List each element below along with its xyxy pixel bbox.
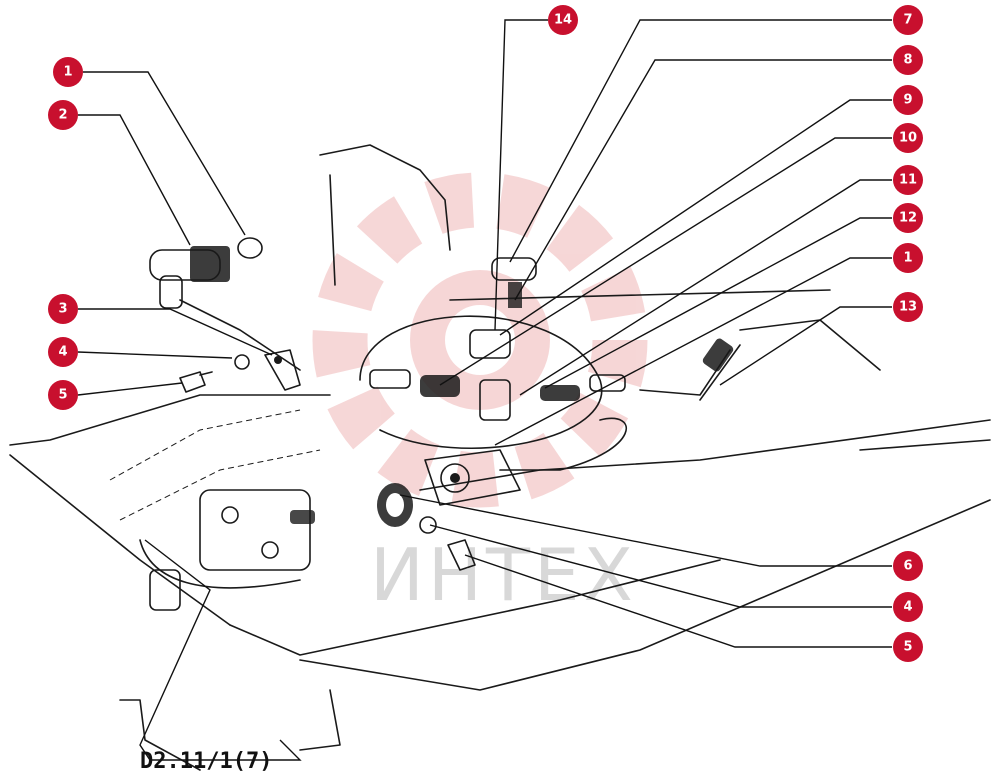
callout-8: 8 xyxy=(893,45,923,75)
component-hose-13 xyxy=(702,338,734,372)
callout-2: 2 xyxy=(48,100,78,130)
component-pump-housing xyxy=(424,449,521,506)
callout-label: 14 xyxy=(554,13,572,28)
callout-6: 6 xyxy=(893,551,923,581)
callout-3: 3 xyxy=(48,294,78,324)
callout-11: 11 xyxy=(893,165,923,195)
callout-5-right: 5 xyxy=(893,632,923,662)
callout-12: 12 xyxy=(893,203,923,233)
callout-4-left: 4 xyxy=(48,337,78,367)
callout-label: 1 xyxy=(63,65,72,80)
callout-5-left: 5 xyxy=(48,380,78,410)
callout-label: 5 xyxy=(58,388,67,403)
callout-label: 4 xyxy=(903,600,912,615)
callout-label: 12 xyxy=(899,211,917,226)
callout-label: 11 xyxy=(899,173,917,188)
callout-1-top-left: 1 xyxy=(53,57,83,87)
component-bolt-left xyxy=(179,371,213,393)
machine-sketch xyxy=(9,144,991,771)
callout-label: 7 xyxy=(903,13,912,28)
callout-14: 14 xyxy=(548,5,578,35)
callout-7: 7 xyxy=(893,5,923,35)
callout-label: 3 xyxy=(58,302,67,317)
callout-9: 9 xyxy=(893,85,923,115)
callout-label: 6 xyxy=(903,559,912,574)
reference-label: D2.11/1(7) xyxy=(140,749,272,774)
component-valve-block xyxy=(369,329,626,421)
component-elbow-fitting xyxy=(149,246,230,309)
component-lower-manifold xyxy=(149,489,315,611)
callout-label: 5 xyxy=(903,640,912,655)
callout-10: 10 xyxy=(893,123,923,153)
component-washer-left xyxy=(234,354,250,370)
component-bolt-right xyxy=(447,539,476,571)
callout-label: 10 xyxy=(899,131,917,146)
component-tee-fitting-top xyxy=(491,257,537,308)
watermark-text: ИНТЕХ xyxy=(370,533,637,617)
component-o-ring xyxy=(237,237,263,259)
component-gasket xyxy=(377,483,413,527)
callout-label: 4 xyxy=(58,345,67,360)
callout-13: 13 xyxy=(893,292,923,322)
callout-label: 8 xyxy=(903,53,912,68)
callout-label: 13 xyxy=(899,300,917,315)
callout-label: 1 xyxy=(903,251,912,266)
component-washer-right xyxy=(419,516,437,534)
callout-label: 9 xyxy=(903,93,912,108)
callout-1-right: 1 xyxy=(893,243,923,273)
leader-lines xyxy=(77,19,892,761)
callout-4-right: 4 xyxy=(893,592,923,622)
component-bracket xyxy=(264,349,301,391)
callout-label: 2 xyxy=(58,108,67,123)
